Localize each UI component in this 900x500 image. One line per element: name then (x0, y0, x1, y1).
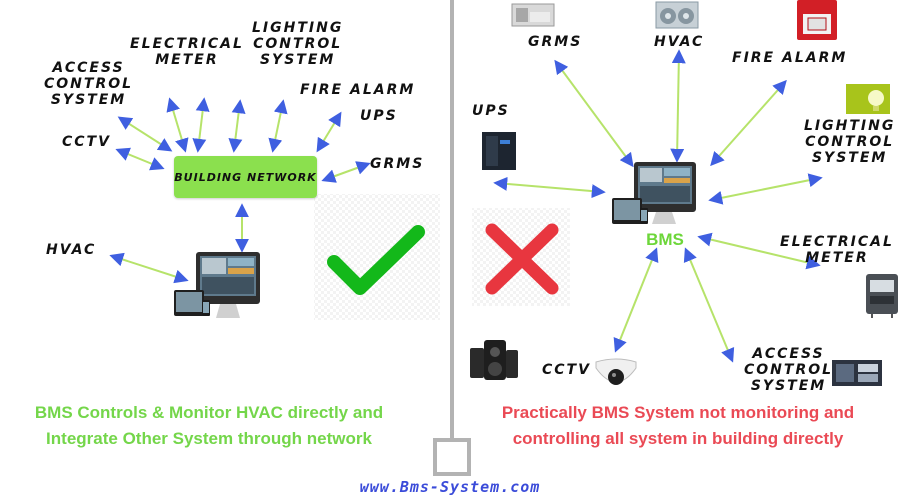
right-bms-devices-icon (612, 162, 696, 224)
arrow-right-ups (493, 176, 606, 199)
right-label-access-control: ACCESS CONTROL SYSTEM (744, 346, 834, 394)
right-caption: Practically BMS System not monitoring an… (501, 403, 855, 448)
arrow-right-hvac (670, 49, 686, 163)
right-label-cctv: CCTV (542, 362, 591, 378)
arrow-right-electrical (697, 232, 821, 270)
left-label-cctv: CCTV (62, 134, 111, 150)
building-network-box: BUILDING NETWORK (174, 156, 317, 198)
arrow-right-cctv (613, 247, 659, 353)
arrow-left-lighting2 (268, 99, 288, 153)
left-bms-devices-icon (174, 252, 260, 318)
lighting-bulb-icon (846, 84, 890, 114)
bms-center-label: BMS (646, 230, 684, 249)
arrow-left-hvac (109, 252, 189, 284)
left-label-hvac: HVAC (46, 242, 97, 258)
electrical-meter-icon (866, 274, 898, 318)
arrow-right-lighting (708, 173, 823, 205)
access-control-panel-icon (832, 360, 882, 386)
left-label-ups: UPS (360, 108, 398, 124)
arrow-left-lighting (228, 99, 246, 153)
left-label-fire-alarm: FIRE ALARM (300, 82, 416, 98)
right-arrows (493, 49, 823, 363)
arrow-right-access (683, 247, 735, 363)
fire-alarm-icon (797, 0, 837, 40)
grms-room-icon (511, 3, 555, 27)
right-label-lighting-control: LIGHTING CONTROL SYSTEM (804, 118, 896, 166)
arrow-right-fire (710, 79, 787, 167)
right-label-fire-alarm: FIRE ALARM (732, 50, 848, 66)
left-label-electrical-meter: ELECTRICAL METER (130, 36, 244, 68)
arrow-left-cctv (115, 147, 165, 171)
check-mark-icon (314, 194, 440, 320)
arrow-left-access (117, 116, 173, 152)
arrow-left-grms (321, 161, 371, 183)
left-caption: BMS Controls & Monitor HVAC directly and… (34, 403, 384, 448)
right-label-electrical-meter: ELECTRICAL METER (780, 234, 894, 266)
left-label-lighting-control: LIGHTING CONTROL SYSTEM (252, 20, 344, 68)
footer-website-link[interactable]: www.Bms-System.com (359, 478, 541, 496)
right-label-grms: GRMS (528, 34, 583, 50)
left-arrows (109, 97, 371, 284)
cross-mark-icon (472, 208, 570, 306)
arrow-left-electrical (166, 97, 189, 153)
ups-tower-icon (482, 132, 516, 170)
speaker-icon (470, 340, 518, 380)
center-divider (433, 0, 471, 476)
right-label-hvac: HVAC (654, 34, 705, 50)
arrow-left-meter (192, 97, 210, 153)
left-label-grms: GRMS (370, 156, 425, 172)
arrow-left-fire (316, 111, 342, 153)
right-label-ups: UPS (472, 103, 510, 119)
arrow-right-grms (554, 59, 634, 168)
cctv-dome-camera-icon (595, 358, 637, 385)
left-label-access-control: ACCESS CONTROL SYSTEM (44, 60, 134, 108)
hvac-unit-icon (655, 1, 699, 29)
